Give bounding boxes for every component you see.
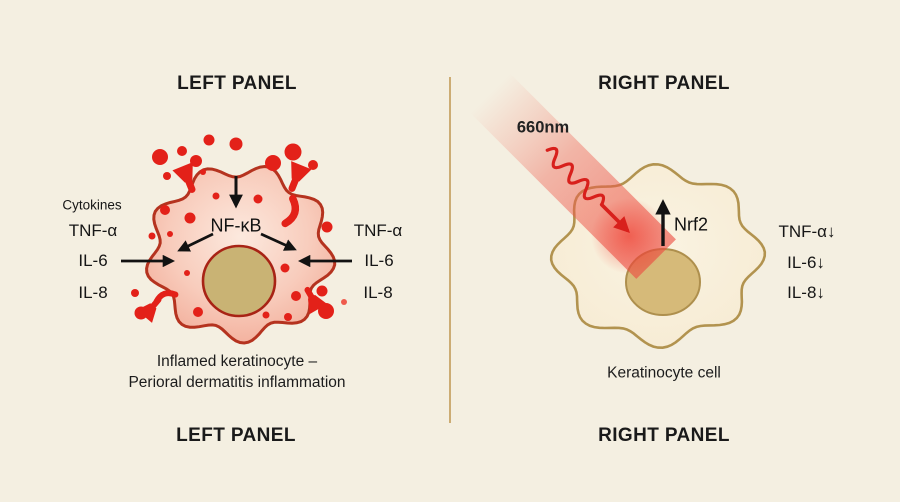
inflamed-cell-nucleus bbox=[201, 244, 277, 318]
beam-glow bbox=[591, 198, 667, 274]
nfkb-right-arrow bbox=[260, 232, 297, 251]
nfkb-left-arrow bbox=[177, 232, 214, 252]
crescent-organelle bbox=[153, 290, 179, 305]
light-wave-arrow bbox=[545, 146, 630, 233]
treated-keratinocyte-cell bbox=[470, 73, 767, 350]
membrane-channel bbox=[172, 162, 196, 193]
membrane-channel bbox=[288, 161, 312, 192]
crescent-organelles bbox=[153, 194, 300, 305]
crescent-organelle bbox=[281, 194, 300, 228]
inflamed-keratinocyte-cell bbox=[121, 134, 352, 345]
membrane-channel bbox=[304, 286, 328, 314]
wave-squiggle bbox=[545, 146, 606, 207]
wave-arrow-shaft bbox=[599, 202, 630, 233]
